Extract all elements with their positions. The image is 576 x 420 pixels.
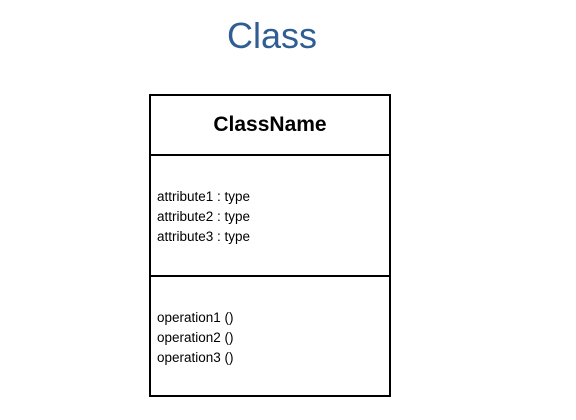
operations-compartment: operation1 () operation2 () operation3 (… xyxy=(151,277,389,368)
operation-item: operation3 () xyxy=(157,350,234,365)
attributes-compartment: attribute1 : type attribute2 : type attr… xyxy=(151,156,389,277)
attribute-item: attribute2 : type xyxy=(157,209,251,224)
slide-title: Class xyxy=(226,15,318,56)
class-name-compartment: ClassName xyxy=(151,96,389,156)
uml-class-box: ClassName attribute1 : type attribute2 :… xyxy=(149,94,391,397)
attribute-item: attribute3 : type xyxy=(157,229,251,244)
attribute-item: attribute1 : type xyxy=(157,189,251,204)
operation-item: operation2 () xyxy=(157,330,234,345)
class-name: ClassName xyxy=(213,113,327,136)
operation-item: operation1 () xyxy=(157,310,234,325)
